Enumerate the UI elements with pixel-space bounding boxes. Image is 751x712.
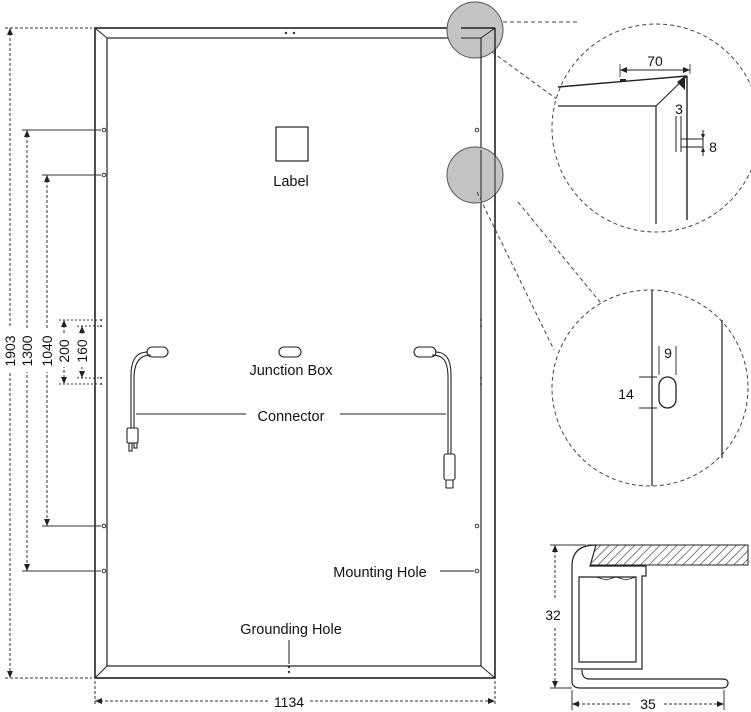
junction-boxes: [146, 346, 437, 358]
dim-70: 70: [647, 53, 663, 69]
connector-plugs: [126, 427, 456, 489]
callout-marker-corner: [446, 1, 504, 59]
dim-200: 200: [56, 339, 72, 363]
dim-32: 32: [545, 607, 561, 623]
connector-text: Connector: [258, 409, 325, 425]
dim-35: 35: [640, 696, 656, 712]
dim-1903: 1903: [2, 335, 18, 366]
vertical-dimension-arrows: [7, 28, 85, 678]
dim-1040: 1040: [39, 335, 55, 366]
dim-1300: 1300: [19, 335, 35, 366]
horizontal-dimension-1134: [94, 681, 496, 706]
dim-8: 8: [709, 139, 717, 155]
junction-box-text: Junction Box: [249, 363, 333, 379]
callout-detail-corner: [551, 23, 751, 233]
dim-9: 9: [664, 345, 672, 361]
module-frame: [94, 27, 496, 679]
glass-hatch: [587, 544, 749, 566]
slotted-hole: [658, 376, 677, 409]
dim-14: 14: [618, 386, 634, 402]
label-box: [275, 126, 309, 162]
label-text: Label: [273, 174, 308, 190]
dim-1134: 1134: [274, 694, 304, 710]
dim-160: 160: [74, 339, 90, 363]
dim-3: 3: [675, 101, 683, 117]
callout-marker-hole: [446, 146, 504, 204]
mounting-hole-text: Mounting Hole: [333, 565, 427, 581]
connector-cables: [130, 351, 452, 454]
grounding-hole-text: Grounding Hole: [240, 622, 342, 638]
callout-detail-hole: [551, 289, 749, 487]
grounding-holes: [100, 31, 482, 674]
